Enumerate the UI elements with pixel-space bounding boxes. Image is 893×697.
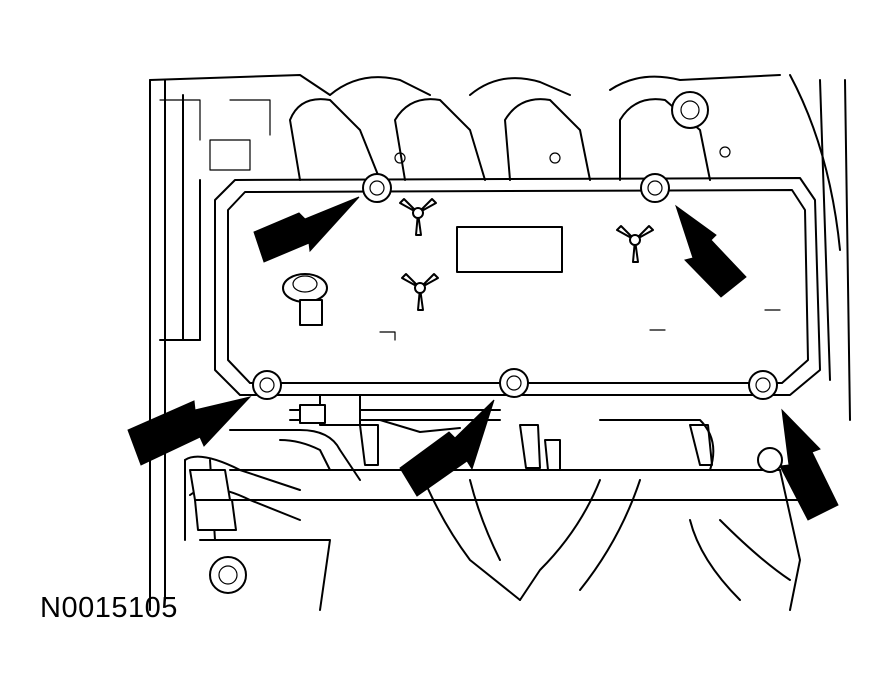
bolt-top-right xyxy=(640,173,670,203)
bolt-top-left xyxy=(362,173,392,203)
bolt-bottom-right xyxy=(748,370,778,400)
engine-block-outline xyxy=(149,74,851,611)
wiring-harness xyxy=(289,394,501,433)
arrow-top-left xyxy=(253,196,360,263)
valve-cover-bolts xyxy=(252,173,778,400)
arrow-bottom-right xyxy=(779,408,839,521)
bolt-bottom-left xyxy=(252,370,282,400)
callout-arrows xyxy=(127,196,839,521)
fuel-injectors xyxy=(359,424,713,471)
arrow-top-right xyxy=(675,204,747,298)
exhaust-and-hoses xyxy=(184,419,801,611)
valve-cover xyxy=(214,177,821,396)
intake-manifold-runners xyxy=(289,91,731,181)
fuel-line-fitting xyxy=(184,447,783,594)
oil-filler-neck xyxy=(282,273,328,326)
figure-id-label: N0015105 xyxy=(40,592,178,624)
arrow-bottom-left xyxy=(127,396,252,466)
coil-mount-brackets xyxy=(399,198,654,311)
arrow-bottom-center xyxy=(399,399,495,497)
bolt-bottom-center xyxy=(499,368,529,398)
